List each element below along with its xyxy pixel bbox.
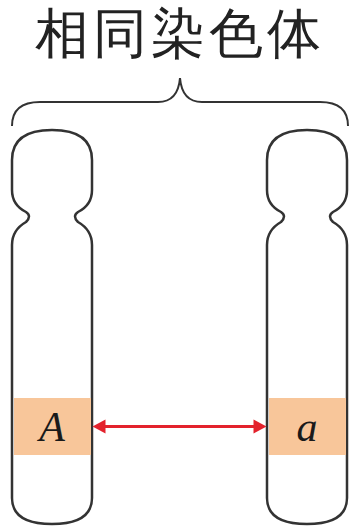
allele-label: A — [39, 406, 65, 448]
arrow-head — [93, 420, 106, 434]
chromosome-outline — [267, 130, 347, 524]
brace — [12, 78, 348, 126]
arrow-shaft — [104, 425, 256, 428]
diagram-title: 相同染色体 — [0, 4, 360, 63]
arrow-head — [254, 420, 267, 434]
chromosome — [267, 130, 347, 524]
allele-label: a — [297, 406, 318, 448]
double-arrow — [93, 420, 267, 434]
gene-locus-band: A — [14, 398, 91, 455]
chromosome-outline — [12, 130, 92, 524]
chromosome — [12, 130, 92, 524]
gene-locus-band: a — [269, 398, 346, 455]
